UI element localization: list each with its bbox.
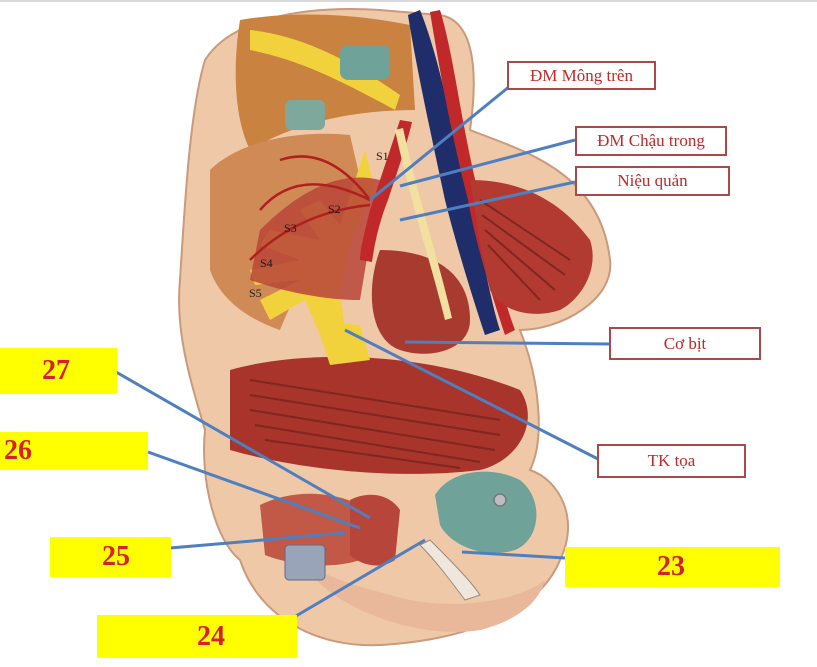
leader-27 (115, 370, 371, 520)
sacral-label-s5: S5 (249, 286, 262, 300)
pubic-pin (493, 493, 507, 507)
pubic-bone (419, 539, 481, 601)
callout-dm-mong-tren: ĐM Mông trên (507, 61, 656, 90)
perineum (300, 560, 545, 632)
callout-co-bit: Cơ bịt (609, 327, 761, 360)
sacral-label-s1: S1 (376, 149, 389, 163)
number-label-24: 24 (97, 615, 297, 658)
vertebra-disc-1 (340, 45, 390, 80)
number-label-25: 25 (50, 537, 171, 577)
leader-dm-mong-tren (369, 84, 511, 202)
leader-24 (295, 538, 426, 618)
gluteal-artery-branches (249, 155, 371, 261)
vertebra-block (284, 544, 326, 581)
leader-lines (115, 84, 611, 618)
leader-tk-toa (344, 328, 599, 461)
leader-nieu-quan (399, 180, 576, 222)
leader-dm-chau-trong (399, 138, 576, 188)
number-label-23: 23 (565, 547, 780, 587)
vertebra-disc-2 (285, 100, 325, 130)
callout-nieu-quan: Niệu quản (575, 166, 730, 196)
iliacus-striations (479, 199, 571, 301)
pubic-cartilage (435, 471, 537, 554)
sacral-label-s4: S4 (260, 256, 273, 270)
sacral-label-s2: S2 (328, 202, 341, 216)
leader-co-bit (404, 340, 611, 346)
leader-23 (461, 550, 566, 560)
spinal-nerves (250, 30, 400, 110)
leader-26 (147, 450, 361, 530)
number-label-26: 26 (0, 432, 148, 470)
muscle-striations (249, 379, 501, 469)
sacral-label-s3: S3 (284, 221, 297, 235)
callout-tk-toa: TK tọa (597, 444, 746, 478)
iliac-artery (430, 10, 515, 335)
rectum (350, 494, 400, 566)
obturator-muscle (371, 250, 470, 354)
ureter (395, 128, 452, 320)
sciatic-nerve (315, 320, 370, 365)
leader-25 (169, 531, 346, 550)
number-label-27: 27 (0, 348, 117, 394)
callout-dm-chau-trong: ĐM Chậu trong (575, 126, 727, 156)
internal-iliac-branch (360, 120, 412, 262)
